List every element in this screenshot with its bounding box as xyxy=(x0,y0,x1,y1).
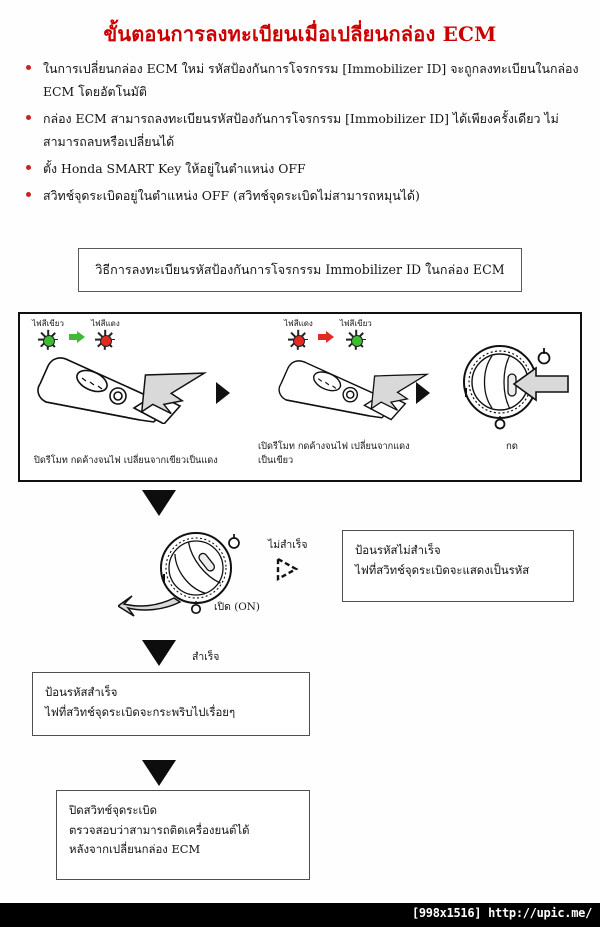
step-3-cell: กด xyxy=(430,314,580,480)
list-item: กล่อง ECM สามารถลงทะเบียนรหัสป้องกันการโ… xyxy=(26,108,582,154)
led-red-indicator: ไฟสีแดง xyxy=(284,319,313,350)
subheading-text: วิธีการลงทะเบียนรหัสป้องกันการโจรกรรม Im… xyxy=(95,262,505,277)
led-green-indicator: ไฟสีเขียว xyxy=(32,319,64,350)
step-3-caption: กด xyxy=(506,441,519,452)
branch-fail-label: ไม่สำเร็จ xyxy=(268,539,308,551)
led-green-indicator: ไฟสีเขียว xyxy=(339,319,372,350)
rotate-arrow-icon xyxy=(116,595,182,617)
flow-arrow-down xyxy=(142,490,176,516)
step-2-cell: ไฟสีแดง xyxy=(228,314,430,480)
ignition-knob-on-icon xyxy=(116,532,240,617)
flow-arrow-down xyxy=(142,760,176,786)
fail-result-text: ป้อนรหัสไม่สำเร็จ ไฟที่สวิทช์จุดระเบิดจะ… xyxy=(355,543,530,577)
step-separator-arrow-icon xyxy=(416,382,430,404)
success-result-text: ป้อนรหัสสำเร็จ ไฟที่สวิทช์จุดระเบิดจะกระ… xyxy=(45,685,236,719)
bullet-dot-icon xyxy=(26,65,35,70)
led-red-indicator: ไฟสีแดง xyxy=(90,319,120,350)
list-item: ในการเปลี่ยนกล่อง ECM ใหม่ รหัสป้องกันกา… xyxy=(26,58,582,104)
bullet-dot-icon xyxy=(26,115,35,120)
success-result-box: ป้อนรหัสสำเร็จ ไฟที่สวิทช์จุดระเบิดจะกระ… xyxy=(32,672,310,736)
led-to-label: ไฟสีแดง xyxy=(90,319,120,328)
fail-result-box: ป้อนรหัสไม่สำเร็จ ไฟที่สวิทช์จุดระเบิดจะ… xyxy=(342,530,574,602)
bullet-dot-icon xyxy=(26,165,35,170)
final-step-box: ปิดสวิทช์จุดระเบิด ตรวจสอบว่าสามารถติดเค… xyxy=(56,790,310,880)
press-arrow-icon xyxy=(140,372,208,415)
led-glow-icon xyxy=(344,329,368,350)
led-from-label: ไฟสีเขียว xyxy=(32,319,64,328)
subheading-box: วิธีการลงทะเบียนรหัสป้องกันการโจรกรรม Im… xyxy=(78,248,522,292)
transition-arrow-icon xyxy=(317,327,335,347)
bullet-text: กล่อง ECM สามารถลงทะเบียนรหัสป้องกันการโ… xyxy=(43,110,559,149)
step-illustration-panel: ไฟสีเขียว xyxy=(18,312,582,482)
led-glow-icon xyxy=(286,329,310,350)
press-arrow-icon xyxy=(512,366,569,402)
key-fob-illustration xyxy=(37,357,208,424)
transition-arrow-icon xyxy=(68,327,86,347)
led-transition-group: ไฟสีแดง xyxy=(284,319,372,350)
bullet-list: ในการเปลี่ยนกล่อง ECM ใหม่ รหัสป้องกันกา… xyxy=(26,58,582,212)
bullet-text: ในการเปลี่ยนกล่อง ECM ใหม่ รหัสป้องกันกา… xyxy=(43,61,579,99)
branch-fail-arrow-icon xyxy=(276,556,299,582)
led-to-label: ไฟสีเขียว xyxy=(339,319,372,328)
list-item: ตั้ง Honda SMART Key ให้อยู่ในตำแหน่ง OF… xyxy=(26,158,582,181)
bullet-dot-icon xyxy=(26,192,35,197)
led-from-label: ไฟสีแดง xyxy=(284,319,313,328)
page-title: ขั้นตอนการลงทะเบียนเมื่อเปลี่ยนกล่อง ECM xyxy=(103,22,497,46)
footer-bar: [998x1516] http://upic.me/ xyxy=(0,903,600,927)
step-separator-arrow-icon xyxy=(216,382,230,404)
led-glow-icon xyxy=(36,329,60,350)
ignition-knob-illustration xyxy=(463,345,569,430)
step-2-caption: เปิดรีโมท กดค้างจนไฟ เปลี่ยนจากแดงเป็นเข… xyxy=(258,440,410,466)
list-item: สวิทช์จุดระเบิดอยู่ในตำแหน่ง OFF (สวิทช์… xyxy=(26,185,582,208)
ignition-on-illustration: เปิด (ON) xyxy=(116,528,278,638)
led-glow-icon xyxy=(93,329,117,350)
key-fob-illustration xyxy=(278,360,430,421)
ignition-on-label: เปิด (ON) xyxy=(214,601,260,613)
flow-arrow-down xyxy=(142,640,176,666)
led-transition-group: ไฟสีเขียว xyxy=(32,319,120,350)
footer-watermark-text: [998x1516] http://upic.me/ xyxy=(411,906,592,920)
branch-success-label: สำเร็จ xyxy=(192,651,220,663)
press-arrow-icon xyxy=(370,373,430,411)
final-step-text: ปิดสวิทช์จุดระเบิด ตรวจสอบว่าสามารถติดเค… xyxy=(69,803,250,857)
step-1-caption: ปิดรีโมท กดค้างจนไฟ เปลี่ยนจากเขียวเป็นแ… xyxy=(34,454,218,466)
step-1-cell: ไฟสีเขียว xyxy=(24,314,220,480)
bullet-text: ตั้ง Honda SMART Key ให้อยู่ในตำแหน่ง OF… xyxy=(43,160,306,176)
bullet-text: สวิทช์จุดระเบิดอยู่ในตำแหน่ง OFF (สวิทช์… xyxy=(43,187,420,203)
